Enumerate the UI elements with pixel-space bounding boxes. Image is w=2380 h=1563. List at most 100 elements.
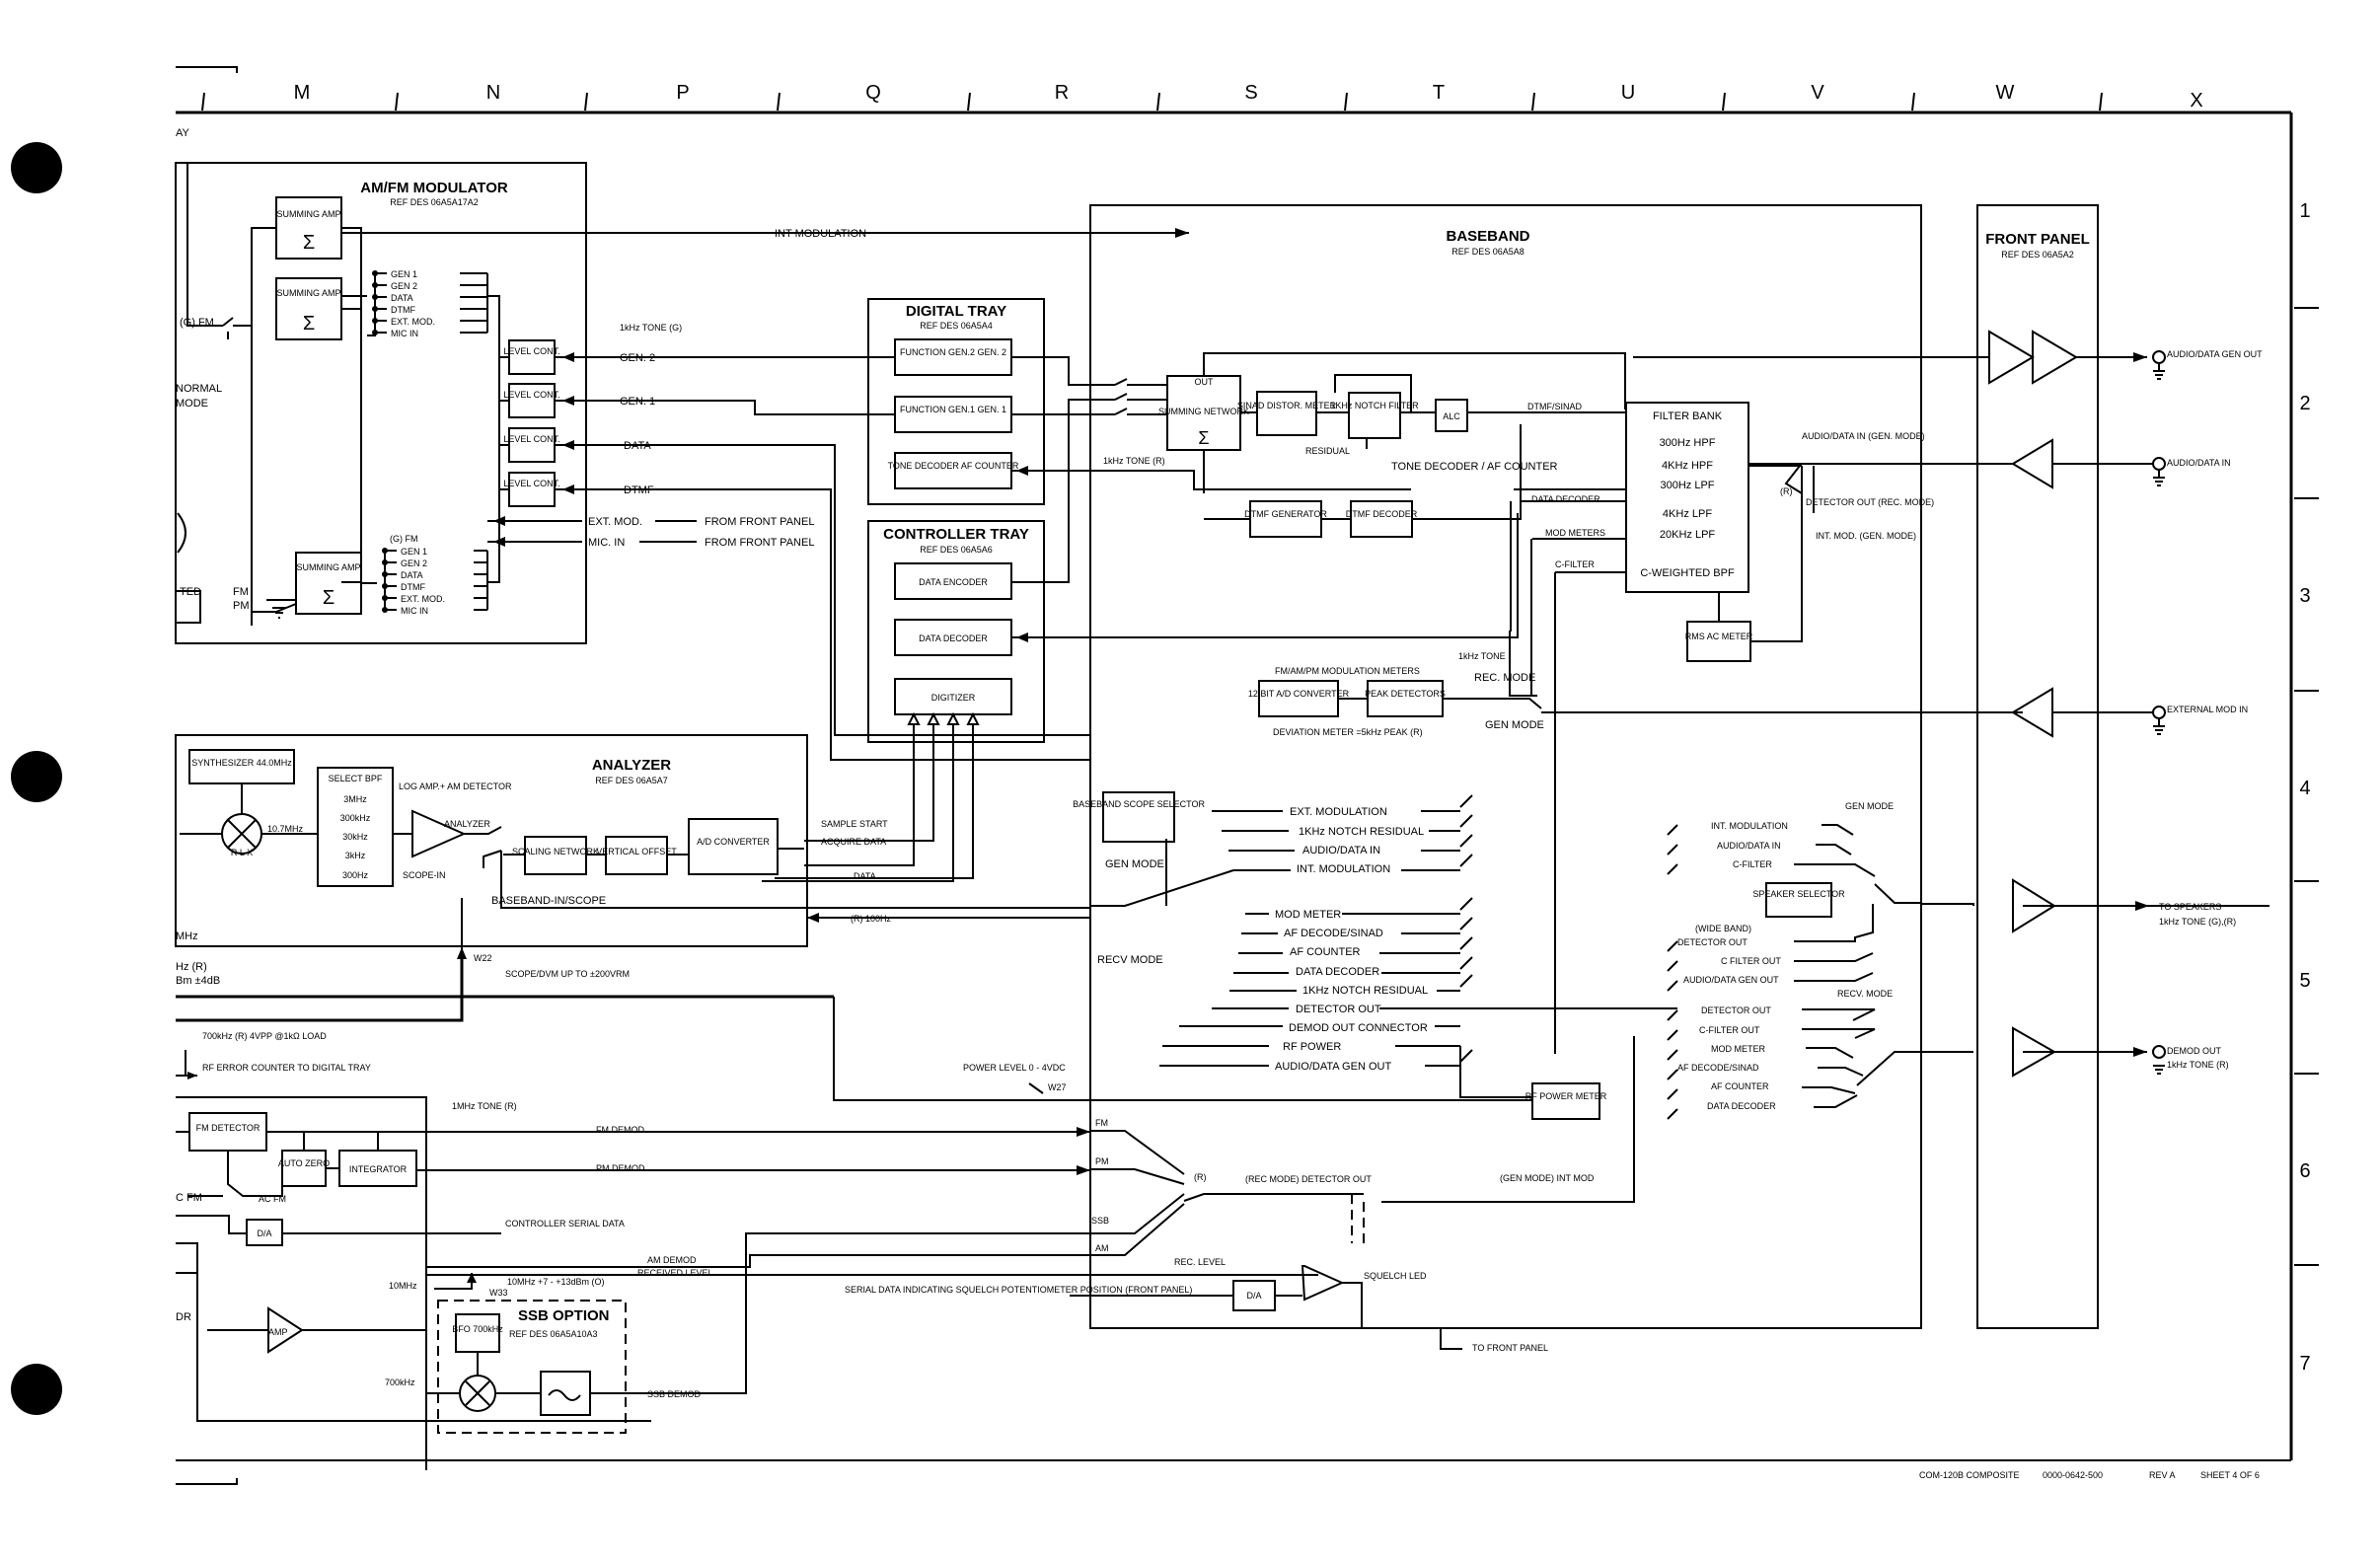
ssb-option-ref: REF DES 06A5A10A3 xyxy=(509,1329,598,1339)
c-filter-label: C-FILTER xyxy=(1555,559,1595,569)
sigma-symbol: Σ xyxy=(1198,428,1209,448)
mod-meters-label: MOD METERS xyxy=(1545,528,1605,538)
demod-tone-label: 1kHz TONE (R) xyxy=(2167,1060,2229,1070)
wide-band-item: C FILTER OUT xyxy=(1721,956,1781,966)
controller-tray-title: CONTROLLER TRAY xyxy=(883,526,1029,543)
edge-arc xyxy=(177,512,186,554)
gen-item: AUDIO/DATA IN xyxy=(1717,841,1781,851)
tone-decoder-label: TONE DECODER AF COUNTER xyxy=(888,461,1019,471)
r-label: (R) xyxy=(1780,486,1793,496)
data-decoder-label: DATA DECODER xyxy=(1531,494,1600,504)
sinad-meter xyxy=(1256,391,1317,436)
select-bpf-title: SELECT BPF xyxy=(329,774,383,783)
dtmf-sinad-label: DTMF/SINAD xyxy=(1527,402,1582,411)
footer-sheet: SHEET 4 OF 6 xyxy=(2200,1470,2260,1480)
mux-label: GEN 1 xyxy=(391,269,417,279)
recv-list-item: 1KHz NOTCH RESIDUAL xyxy=(1302,985,1428,997)
function-gen-1-label: FUNCTION GEN.1 GEN. 1 xyxy=(900,405,1006,414)
footer-number: 0000-0642-500 xyxy=(2043,1470,2103,1480)
10mhz-range-label: 10MHz +7 - +13dBm (O) xyxy=(507,1277,605,1287)
digitizer xyxy=(894,678,1012,715)
fm-switch xyxy=(222,317,234,339)
summing-amp-label: SUMMING AMP xyxy=(276,209,340,219)
data-decoder-label: DATA DECODER xyxy=(919,633,988,643)
amp-label: AMP xyxy=(268,1327,288,1337)
recv-list-item: DETECTOR OUT xyxy=(1296,1004,1381,1015)
alc-label: ALC xyxy=(1443,411,1460,421)
modulator-signal-lines: INT MODULATION 1kHz TONE (G) GEN. 2 GEN.… xyxy=(341,228,1189,761)
sigma-symbol: Σ xyxy=(303,232,315,254)
da-converter xyxy=(246,1219,283,1246)
analyzer: ANALYZER REF DES 06A5A7 SYNTHESIZER 44.0… xyxy=(175,734,1090,1022)
bpf-item: 300kHz xyxy=(340,813,371,823)
bpf-item: 300Hz xyxy=(342,870,369,880)
filter-bank xyxy=(1625,402,1749,593)
row-number: 4 xyxy=(2299,778,2310,799)
adc-12bit-label: 12 BIT A/D CONVERTER xyxy=(1248,689,1350,699)
speakers-tone-label: 1kHz TONE (G),(R) xyxy=(2159,917,2236,927)
synthesizer-label: SYNTHESIZER 44.0MHz xyxy=(191,758,292,768)
am-fm-modulator: AM/FM MODULATOR REF DES 06A5A17A2 SUMMIN… xyxy=(175,162,587,644)
gen-mode-int-label: (GEN MODE) INT MOD xyxy=(1500,1173,1595,1183)
bpf-item: 3MHz xyxy=(343,794,367,804)
filter-item: 4KHz LPF xyxy=(1663,508,1712,520)
edge-text: AY xyxy=(176,127,190,139)
rec-level-label: REC. LEVEL xyxy=(1174,1257,1226,1267)
column-letter: P xyxy=(676,82,689,104)
connector-jack xyxy=(2152,706,2166,719)
vertical-offset-label: VERTICAL OFFSET xyxy=(596,847,677,856)
ssb-option-title: SSB OPTION xyxy=(518,1307,610,1324)
10mhz-label: 10MHz xyxy=(389,1281,417,1291)
edge-text: (G) FM xyxy=(180,317,214,329)
speaker-selector-label: SPEAKER SELECTOR xyxy=(1752,889,1845,899)
deviation-label: DEVIATION METER =5kHz PEAK (R) xyxy=(1273,727,1423,737)
log-amp-label: LOG AMP.+ AM DETECTOR xyxy=(399,782,512,791)
recv-item: AF COUNTER xyxy=(1711,1081,1769,1091)
ac-fm-label: AC FM xyxy=(259,1194,286,1204)
bfo-label: BFO 700kHz xyxy=(452,1324,503,1334)
recv-mode-label: RECV MODE xyxy=(1097,954,1163,966)
function-gen-1 xyxy=(894,396,1012,433)
column-letter: Q xyxy=(865,82,881,104)
fm-pm-switch xyxy=(266,599,297,613)
mux-label: GEN 2 xyxy=(391,281,417,291)
digital-tray-ref: REF DES 06A5A4 xyxy=(920,321,993,331)
connector-jack xyxy=(2152,1045,2166,1059)
summing-network xyxy=(1166,375,1241,451)
auto-zero-label: AUTO ZERO xyxy=(278,1158,330,1168)
analyzer-title: ANALYZER xyxy=(592,757,671,774)
front-panel-ref: REF DES 06A5A2 xyxy=(2001,250,2074,260)
scaling-network-label: SCALING NETWORK xyxy=(512,847,599,856)
dtmf-label: DTMF xyxy=(624,484,654,496)
rms-meter-label: RMS AC METER xyxy=(1685,632,1753,641)
log-amp xyxy=(411,809,467,858)
dtmf-decoder-label: DTMF DECODER xyxy=(1346,509,1418,519)
audio-data-in-label: AUDIO/DATA IN xyxy=(2167,458,2231,468)
demodulator-section: 700kHz (R) 4VPP @1kΩ LOAD RF ERROR COUNT… xyxy=(176,1031,1318,1470)
sigma-symbol: Σ xyxy=(323,587,335,609)
mux-label: MIC IN xyxy=(391,329,418,338)
sheet-frame xyxy=(176,66,2319,1485)
gen-mode-label: GEN MODE xyxy=(1485,719,1544,731)
ssb-option xyxy=(437,1300,627,1434)
audio-in-label: AUDIO/DATA IN (GEN. MODE) xyxy=(1802,431,1925,441)
w27-label: W27 xyxy=(1048,1082,1067,1092)
ground-symbol xyxy=(272,607,286,619)
to-speakers-label: TO SPEAKERS xyxy=(2159,902,2221,912)
edge-text: DR xyxy=(176,1311,191,1323)
digital-tray: DIGITAL TRAY REF DES 06A5A4 FUNCTION GEN… xyxy=(867,298,1045,505)
analyzer-data-label: DATA xyxy=(854,871,876,881)
recv-item: MOD METER xyxy=(1711,1044,1765,1054)
gen-item: C-FILTER xyxy=(1733,859,1772,869)
scope-in-label: SCOPE-IN xyxy=(403,870,446,880)
rms-meter xyxy=(1686,621,1751,662)
punch-hole xyxy=(11,1364,62,1415)
demod-amplifier xyxy=(2012,1026,2057,1078)
auto-zero xyxy=(281,1150,327,1187)
column-letter: N xyxy=(486,82,500,104)
level-control-label: LEVEL CONT. xyxy=(503,346,559,356)
rf-power-meter-label: RF POWER METER xyxy=(1525,1091,1607,1101)
alc xyxy=(1435,399,1468,432)
bpf-item: 30kHz xyxy=(342,832,368,842)
bpf-item: 3kHz xyxy=(345,851,366,860)
